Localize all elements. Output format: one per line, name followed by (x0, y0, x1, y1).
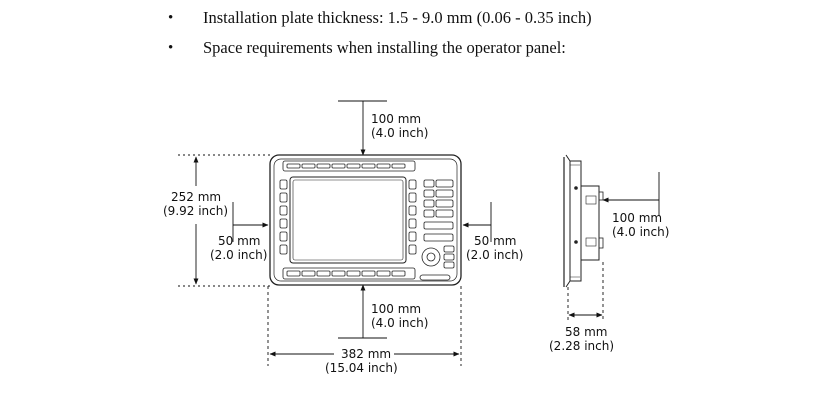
rear-clearance-inch-label: (4.0 inch) (612, 225, 669, 239)
operator-panel-front-view (269, 154, 462, 286)
bullet-icon: • (168, 10, 174, 26)
panel-depth-inch-label: (2.28 inch) (549, 339, 614, 353)
screen-right-function-keys (408, 179, 417, 255)
panel-height-inch-label: (9.92 inch) (163, 204, 228, 218)
bullet-text-plate-thickness: Installation plate thickness: 1.5 - 9.0 … (203, 8, 592, 27)
top-clearance-mm-label: 100 mm (371, 112, 421, 126)
left-function-keys (279, 179, 288, 255)
bottom-clearance-inch-label: (4.0 inch) (371, 316, 428, 330)
rear-clearance-mm-label: 100 mm (612, 211, 662, 225)
bullet-icon: • (168, 40, 174, 56)
left-clearance-inch-label: (2.0 inch) (210, 248, 267, 262)
left-clearance-mm-label: 50 mm (218, 234, 260, 248)
panel-width-mm-label: 382 mm (341, 347, 391, 361)
bullet-text-space-requirements: Space requirements when installing the o… (203, 38, 566, 57)
panel-height-mm-label: 252 mm (171, 190, 221, 204)
operator-panel-side-view (563, 154, 604, 288)
side-dimension-lines (567, 172, 660, 320)
bottom-function-keys (282, 267, 451, 281)
bottom-clearance-mm-label: 100 mm (371, 302, 421, 316)
panel-width-inch-label: (15.04 inch) (325, 361, 398, 375)
top-function-keys (282, 160, 416, 172)
right-clearance-inch-label: (2.0 inch) (466, 248, 523, 262)
panel-depth-mm-label: 58 mm (565, 325, 607, 339)
right-clearance-mm-label: 50 mm (474, 234, 516, 248)
front-dimension-lines (178, 100, 492, 366)
alphanumeric-keypad (423, 179, 454, 242)
display-screen (289, 176, 407, 264)
top-clearance-inch-label: (4.0 inch) (371, 126, 428, 140)
navigation-pad-icon (421, 245, 455, 269)
